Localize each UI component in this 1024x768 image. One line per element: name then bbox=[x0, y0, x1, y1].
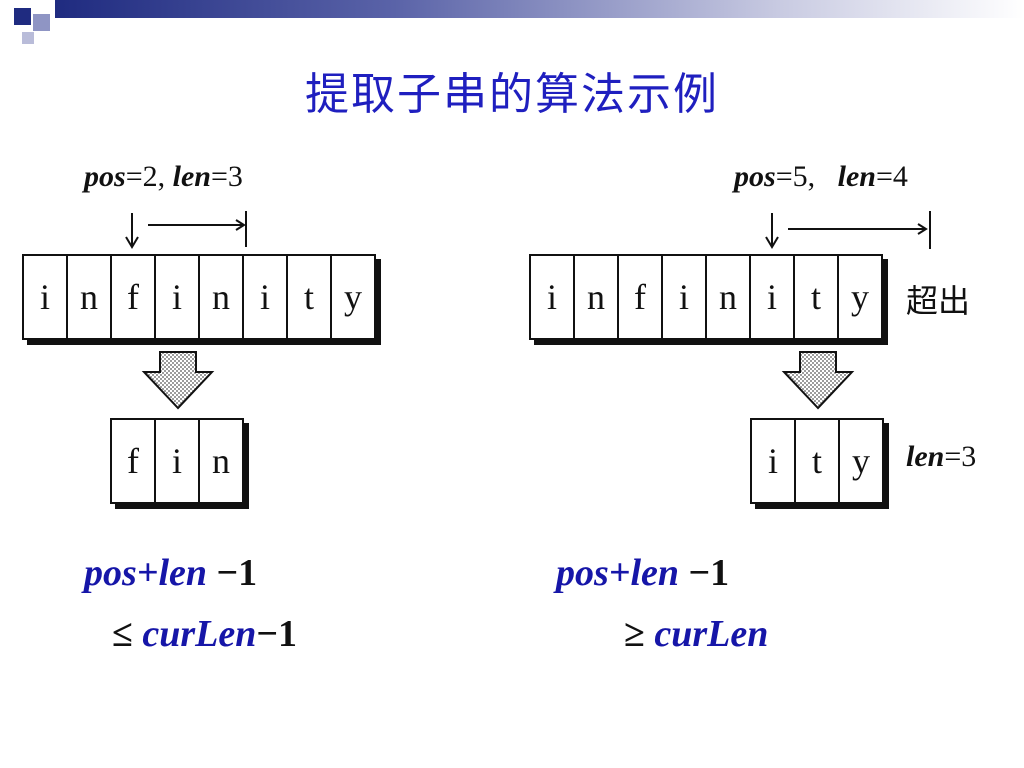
char-cell: n bbox=[200, 256, 244, 338]
header-square-dark bbox=[14, 8, 31, 25]
right-pos-eq: =5, bbox=[775, 160, 816, 193]
right-pos-var: pos bbox=[734, 160, 776, 193]
char-cell: i bbox=[244, 256, 288, 338]
char-cell: i bbox=[752, 420, 796, 502]
right-result-substring: i t y bbox=[750, 418, 884, 504]
right-len-var: len bbox=[837, 160, 876, 193]
header-gradient-bar bbox=[55, 0, 1024, 18]
char-cell: i bbox=[156, 256, 200, 338]
char-cell: f bbox=[112, 420, 156, 502]
char-cell: y bbox=[852, 441, 870, 481]
right-source-string: i n f i n i t y bbox=[529, 254, 883, 340]
right-formula-line1: pos+len −1 bbox=[556, 552, 730, 594]
right-len-eq: =4 bbox=[875, 160, 908, 193]
char-cell: t bbox=[288, 256, 332, 338]
char-cell: i bbox=[663, 256, 707, 338]
left-formula-line2: ≤ curLen−1 bbox=[112, 613, 298, 655]
right-pos-arrows bbox=[765, 211, 931, 249]
left-formula-line1: pos+len −1 bbox=[84, 552, 258, 594]
char-cell: f bbox=[619, 256, 663, 338]
char-cell: y bbox=[344, 277, 362, 317]
left-pos-var: pos bbox=[84, 160, 126, 193]
left-len-eq: =3 bbox=[210, 160, 243, 193]
left-source-string: i n f i n i t y bbox=[22, 254, 376, 340]
char-cell: i bbox=[24, 256, 68, 338]
left-down-arrow-icon bbox=[141, 351, 215, 410]
char-cell: i bbox=[531, 256, 575, 338]
char-cell: t bbox=[796, 420, 840, 502]
right-down-arrow-icon bbox=[781, 351, 855, 410]
char-cell: f bbox=[112, 256, 156, 338]
char-cell: t bbox=[795, 256, 839, 338]
left-pos-arrows bbox=[125, 211, 247, 249]
left-result-substring: f i n bbox=[110, 418, 244, 504]
char-cell: y bbox=[851, 277, 869, 317]
char-cell: n bbox=[575, 256, 619, 338]
header-square-small bbox=[22, 32, 34, 44]
char-cell: i bbox=[156, 420, 200, 502]
overflow-label: 超出 bbox=[906, 282, 971, 320]
char-cell: n bbox=[68, 256, 112, 338]
char-cell: n bbox=[707, 256, 751, 338]
left-pos-eq: =2, bbox=[125, 160, 166, 193]
header-square-light bbox=[33, 14, 50, 31]
slide-title: 提取子串的算法示例 bbox=[305, 69, 719, 120]
right-result-len: len=3 bbox=[906, 440, 977, 473]
right-params: pos=5, len=4 bbox=[734, 160, 908, 194]
left-params: pos=2, len=3 bbox=[84, 160, 243, 194]
right-formula-line2: ≥ curLen bbox=[624, 613, 769, 655]
left-len-var: len bbox=[172, 160, 211, 193]
char-cell: n bbox=[212, 441, 230, 481]
char-cell: i bbox=[751, 256, 795, 338]
